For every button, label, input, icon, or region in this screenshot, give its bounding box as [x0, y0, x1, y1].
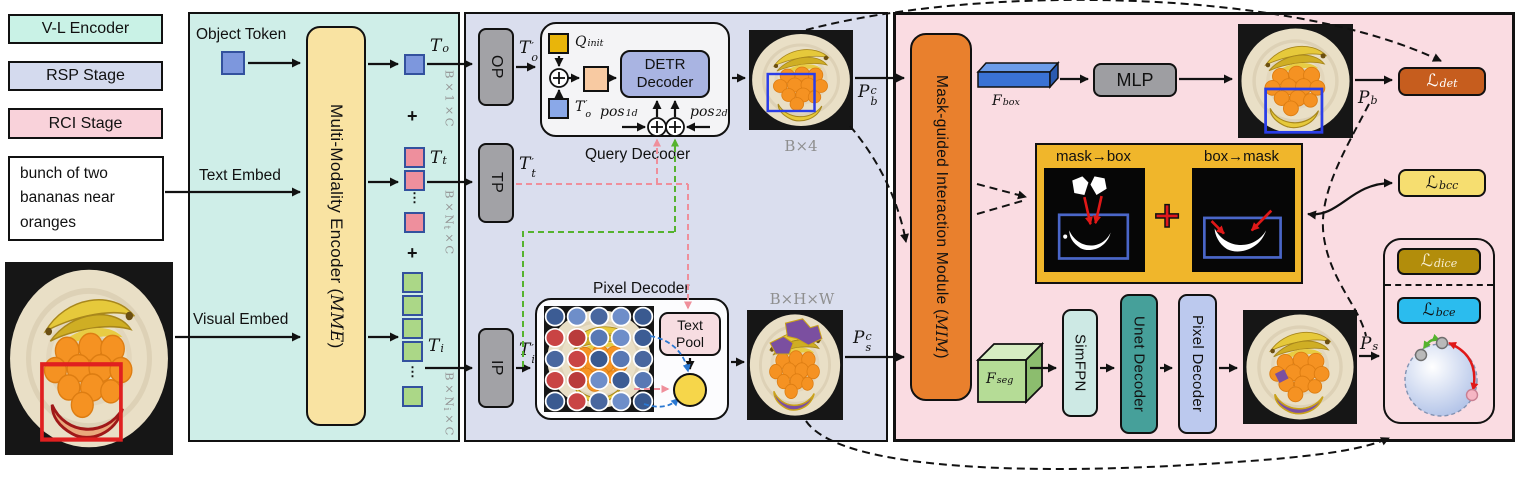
- box2mask-label: box→mask: [1204, 148, 1280, 165]
- mim-label: Mask-guided Interaction Module (MIM): [932, 75, 950, 359]
- visual-embed-label: Visual Embed: [193, 311, 289, 328]
- b4-dim-label: B×4: [784, 137, 818, 155]
- tp-label: TP: [488, 172, 505, 194]
- bhw-dim-label: B×H×W: [769, 290, 835, 308]
- seg-loss-container: [1383, 238, 1495, 424]
- t-ip-label: T′i: [519, 340, 535, 366]
- text-pool-box: Text Pool: [659, 312, 721, 356]
- mme-label: Multi-Modality Encoder (MME): [326, 103, 346, 349]
- legend-rsp-label: RSP Stage: [46, 67, 125, 84]
- token-visual-1: [402, 272, 423, 293]
- t-tp-label: T′t: [519, 154, 536, 180]
- mme-box: Multi-Modality Encoder (MME): [306, 26, 366, 426]
- simfpn-label: SimFPN: [1071, 334, 1089, 392]
- input-red-bbox: [40, 362, 123, 442]
- dim-object: B×1×C: [442, 70, 457, 128]
- rci-pixel-decoder-label: Pixel Decoder: [1189, 315, 1206, 413]
- text-embed-label: Text Embed: [199, 167, 281, 184]
- pixel-decoder-title: Pixel Decoder: [593, 280, 690, 297]
- unet-decoder-label: Unet Decoder: [1130, 315, 1148, 413]
- query-decoder-title: Query Decoder: [585, 146, 691, 163]
- plus-mid: +: [407, 243, 418, 263]
- plus-icon: +: [1151, 195, 1183, 236]
- token-visual-5: [402, 386, 423, 407]
- token-visual-4: [402, 341, 423, 362]
- token-text-1: [404, 147, 425, 168]
- mim-box: Mask-guided Interaction Module (MIM): [910, 33, 972, 401]
- op-label: OP: [488, 55, 505, 79]
- query-text: bunch of two bananas near oranges: [20, 165, 115, 231]
- token-text-2: [404, 170, 425, 191]
- fused-query-square: [583, 66, 609, 92]
- mlp-label: MLP: [1116, 69, 1154, 90]
- plus-top: +: [407, 106, 418, 126]
- legend-rsp-stage: RSP Stage: [8, 61, 163, 91]
- legend-vl-encoder: V-L Encoder: [8, 14, 163, 44]
- token-visual-2: [402, 295, 423, 316]
- object-token-square: [221, 51, 245, 75]
- mlp-box: MLP: [1093, 63, 1177, 97]
- ip-label: IP: [488, 360, 505, 376]
- text-pool-label: Text Pool: [675, 316, 705, 351]
- object-token-label: Object Token: [196, 26, 287, 43]
- op-box: OP: [478, 28, 514, 106]
- qd-t-o-square: [548, 98, 569, 119]
- loss-divider: [1385, 284, 1493, 286]
- token-object: [404, 54, 425, 75]
- mask2box-label: mask→box: [1056, 148, 1132, 165]
- tp-box: TP: [478, 143, 514, 223]
- token-visual-3: [402, 318, 423, 339]
- detr-decoder-box: DETR Decoder: [620, 50, 710, 98]
- query-text-box: bunch of two bananas near oranges: [8, 156, 164, 241]
- rci-pixel-decoder-box: Pixel Decoder: [1178, 294, 1217, 434]
- q-init-square: [548, 33, 569, 54]
- t-op-label: T′o: [519, 38, 538, 64]
- dim-text: B×Nt×C: [441, 190, 457, 256]
- legend-rci-label: RCI Stage: [48, 114, 123, 132]
- detr-decoder-label: DETR Decoder: [636, 56, 694, 91]
- legend-vl-label: V-L Encoder: [41, 20, 130, 37]
- token-text-ellipsis: ⋮: [408, 190, 421, 205]
- input-image: [5, 262, 173, 455]
- simfpn-box: SimFPN: [1062, 309, 1098, 417]
- token-text-3: [404, 212, 425, 233]
- legend-rci-stage: RCI Stage: [8, 108, 163, 139]
- unet-decoder-box: Unet Decoder: [1120, 294, 1158, 434]
- token-visual-ellipsis: ⋮: [406, 364, 419, 379]
- ip-box: IP: [478, 328, 514, 408]
- qd-t-o-label: T′o: [575, 99, 592, 120]
- dim-visual: B×Ni×C: [441, 372, 457, 437]
